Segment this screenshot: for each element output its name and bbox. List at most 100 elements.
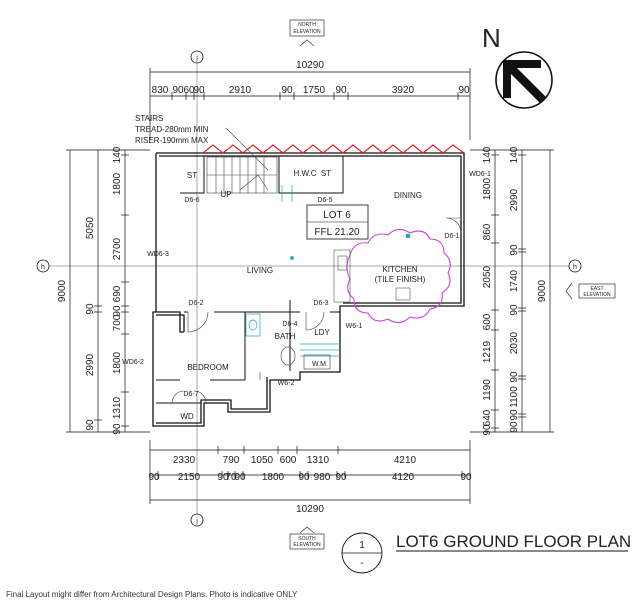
lot-name: LOT 6 bbox=[323, 210, 351, 221]
room-hwc: H.W.C bbox=[293, 169, 316, 178]
door-d6-1: D6-1 bbox=[444, 233, 459, 240]
dim-right-b: 1100 bbox=[509, 386, 520, 408]
room-labels: ST UP H.W.C ST DINING LIVING KITCHEN (TI… bbox=[180, 169, 425, 421]
disclaimer-footer: Final Layout might differ from Architect… bbox=[6, 590, 298, 599]
dim-right-a-labels: 140 1800 860 2050 600 1219 1190 640 90 bbox=[482, 146, 493, 435]
dim-left-b: 1800 bbox=[112, 172, 123, 195]
room-bedroom: BEDROOM bbox=[187, 363, 229, 372]
dim-right-a: 600 bbox=[482, 313, 493, 330]
south-elevation-label-2: ELEVATION bbox=[293, 542, 321, 548]
compass-label: N bbox=[482, 23, 501, 53]
dim-top-sub: 90 bbox=[281, 85, 293, 96]
dim-top-sub: 60 bbox=[183, 85, 195, 96]
room-wm: W.M. bbox=[312, 361, 328, 368]
north-elevation-label-1: NORTH bbox=[298, 22, 316, 28]
grid-j-bottom-label: j bbox=[195, 518, 198, 525]
dim-left-b: 90 bbox=[112, 423, 123, 435]
dim-bottom-1: 790 bbox=[223, 455, 240, 466]
room-dining: DINING bbox=[394, 191, 422, 200]
dim-top-sub: 3920 bbox=[392, 85, 415, 96]
north-elevation-marker: NORTH ELEVATION bbox=[289, 19, 325, 47]
dim-right-b-labels: 140 2990 90 1740 90 2030 90 1100 90 90 bbox=[509, 146, 520, 432]
room-wd: WD bbox=[180, 412, 194, 421]
dim-right-b: 1740 bbox=[509, 269, 520, 292]
dim-top-sub: 90 bbox=[193, 85, 205, 96]
dim-bottom-2: 90 bbox=[217, 472, 229, 483]
dim-top-sub: 830 bbox=[152, 85, 169, 96]
dim-left-b: 1800 bbox=[112, 351, 123, 374]
dim-bottom-2: 90 bbox=[148, 472, 160, 483]
dim-right-a: 140 bbox=[482, 146, 493, 163]
dim-right-a: 90 bbox=[482, 424, 493, 436]
window-wd6-3: WD6-3 bbox=[147, 251, 169, 258]
stairs-note: STAIRS TREAD-280mm MIN RISER-190mm MAX bbox=[135, 114, 209, 145]
south-elevation-marker: SOUTH ELEVATION bbox=[289, 526, 325, 550]
dim-top-sub: 90 bbox=[335, 85, 347, 96]
dim-bottom-1: 2330 bbox=[173, 455, 196, 466]
room-kitchen: KITCHEN bbox=[382, 265, 417, 274]
interior-walls bbox=[156, 156, 344, 404]
dim-bottom-1: 600 bbox=[280, 455, 297, 466]
dim-right-b: 90 bbox=[509, 371, 520, 383]
dim-right-b: 2030 bbox=[509, 331, 520, 354]
room-living: LIVING bbox=[247, 266, 273, 275]
dim-left-b: 690 bbox=[112, 285, 123, 302]
dim-left-b: 140 bbox=[112, 146, 123, 163]
dim-bottom-2: 70 bbox=[225, 472, 237, 483]
dim-right-a: 2050 bbox=[482, 265, 493, 288]
stairs-tread: TREAD-280mm MIN bbox=[135, 125, 209, 134]
top-dimensions bbox=[149, 68, 471, 140]
grid-h-right-label: h bbox=[573, 264, 577, 271]
dim-left-a: 2990 bbox=[85, 353, 96, 376]
north-arrow-icon: N bbox=[482, 23, 553, 109]
dim-right-a: 1219 bbox=[482, 340, 493, 363]
title-scale: - bbox=[360, 558, 363, 569]
dim-bottom-2: 4120 bbox=[392, 472, 415, 483]
dim-top-sub: 2910 bbox=[229, 85, 252, 96]
room-tile-finish: (TILE FINISH) bbox=[375, 275, 426, 284]
lot-ffl: FFL 21.20 bbox=[314, 227, 360, 238]
door-d6-2: D6-2 bbox=[188, 300, 203, 307]
dim-right-b: 90 bbox=[509, 244, 520, 256]
dim-right-a: 1190 bbox=[482, 379, 493, 401]
dim-bottom-1: 1310 bbox=[307, 455, 330, 466]
dim-right-a: 1800 bbox=[482, 177, 493, 200]
dim-right-b: 140 bbox=[509, 146, 520, 163]
grid-line-h: h h bbox=[36, 259, 582, 273]
grid-line-j: j j bbox=[190, 50, 204, 527]
dim-left-a-labels: 5050 90 2990 90 bbox=[85, 216, 96, 430]
dim-left-b-labels: 140 1800 2700 690 90 700 1800 1310 90 bbox=[112, 146, 123, 434]
dim-right-b: 2990 bbox=[509, 188, 520, 211]
dim-right-b: 90 bbox=[509, 421, 520, 433]
door-d6-6: D6-6 bbox=[184, 197, 199, 204]
door-d6-3: D6-3 bbox=[313, 300, 328, 307]
title-block: 1 - LOT6 GROUND FLOOR PLAN bbox=[341, 532, 631, 574]
room-up: UP bbox=[220, 190, 231, 199]
kitchen-revision-cloud bbox=[346, 228, 451, 324]
window-w6-1: W6-1 bbox=[346, 323, 363, 330]
dim-left-b: 1310 bbox=[112, 396, 123, 419]
stairs-riser: RISER-190mm MAX bbox=[135, 136, 209, 145]
kitchen-bench bbox=[333, 249, 411, 303]
window-labels: WD6-3 WD6-2 WD6-1 W6-1 W6-2 bbox=[122, 171, 491, 387]
dim-right-overall: 9000 bbox=[537, 279, 548, 302]
dim-top-sub: 90 bbox=[458, 85, 470, 96]
dim-bottom-2: 2150 bbox=[178, 472, 201, 483]
dim-bottom-2: 90 bbox=[298, 472, 310, 483]
door-d6-4: D6-4 bbox=[282, 321, 297, 328]
dim-left-overall: 9000 bbox=[57, 279, 68, 302]
room-st-2: ST bbox=[321, 169, 331, 178]
dim-left-a: 90 bbox=[85, 419, 96, 431]
dim-bottom-2: 980 bbox=[314, 472, 331, 483]
south-elevation-label-1: SOUTH bbox=[298, 536, 316, 542]
dim-left-b: 2700 bbox=[112, 237, 123, 260]
north-elevation-label-2: ELEVATION bbox=[293, 29, 321, 35]
bath-fixtures bbox=[245, 185, 411, 370]
dim-right-a: 860 bbox=[482, 223, 493, 240]
dim-left-b: 90 bbox=[112, 305, 123, 317]
window-wd6-2: WD6-2 bbox=[122, 359, 144, 366]
window-w6-2: W6-2 bbox=[278, 380, 295, 387]
dim-bottom-2: 1800 bbox=[262, 472, 285, 483]
east-elevation-label-1: EAST bbox=[590, 286, 603, 292]
